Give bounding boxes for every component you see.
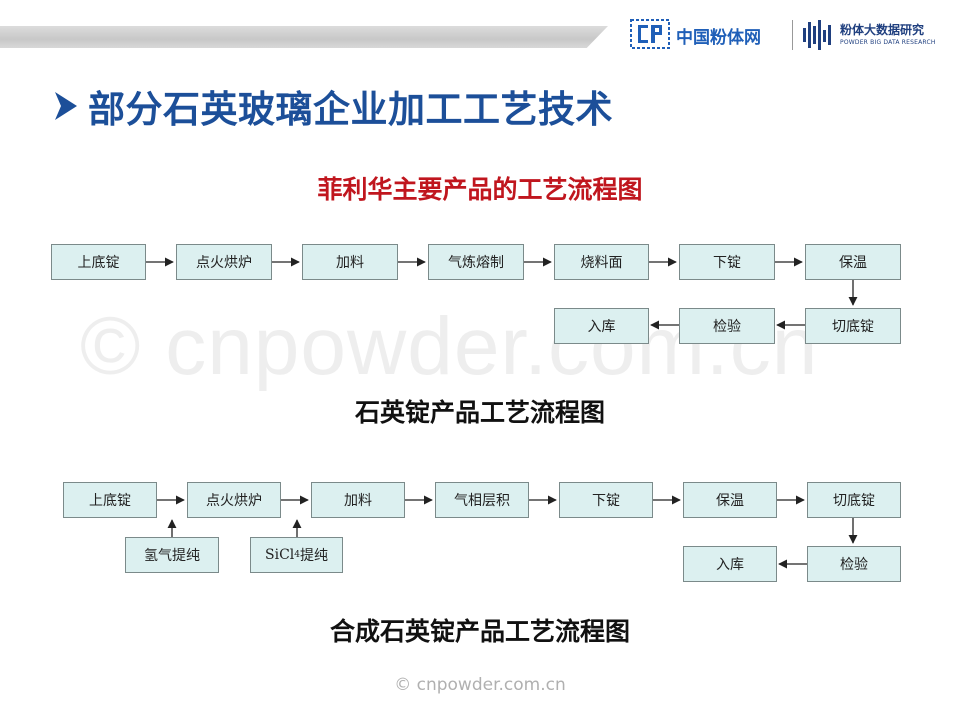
d3-step-9: 入库 [683,546,777,582]
d1-step-9: 检验 [679,308,775,344]
d3-step-5: 下锭 [559,482,653,518]
d1-step-10: 入库 [554,308,649,344]
d3-input-hydrogen: 氢气提纯 [125,537,219,573]
d1-step-3: 加料 [302,244,398,280]
sicl4-label: 提纯 [300,548,328,564]
d1-step-2: 点火烘炉 [176,244,272,280]
d3-step-3: 加料 [311,482,405,518]
sicl4-formula: SiCl [265,547,295,563]
d3-step-1: 上底锭 [63,482,157,518]
logo-cnpowder-text: 中国粉体网 [676,28,761,48]
diagram3-title: 合成石英锭产品工艺流程图 [329,617,630,646]
d1-step-7: 保温 [805,244,901,280]
logo-bigdata-text: 粉体大数据研究 [840,23,925,37]
top-decorative-bar [0,26,608,48]
d3-step-4: 气相层积 [435,482,529,518]
d1-step-8: 切底锭 [805,308,901,344]
d1-step-5: 烧料面 [554,244,649,280]
header-logos: 中国粉体网 粉体大数据研究 POWDER BIG DATA RESEARCH [626,14,956,58]
d3-step-7: 切底锭 [807,482,901,518]
diagram1-title: 菲利华主要产品的工艺流程图 [317,175,643,204]
logo-divider [792,20,793,50]
d3-step-8: 检验 [807,546,901,582]
page-heading: 部分石英玻璃企业加工工艺技术 [52,80,613,132]
d1-step-6: 下锭 [679,244,775,280]
cnpowder-logo-icon [630,19,670,49]
bigdata-logo-icon [803,20,831,50]
diagram2-title: 石英锭产品工艺流程图 [354,398,605,427]
chevron-right-icon [55,92,77,120]
d1-step-4: 气炼熔制 [428,244,524,280]
logo-bigdata-subtext: POWDER BIG DATA RESEARCH [840,39,936,46]
d3-step-6: 保温 [683,482,777,518]
d3-step-2: 点火烘炉 [187,482,281,518]
sicl4-subscript: 4 [294,550,300,560]
d1-step-1: 上底锭 [51,244,146,280]
page-title: 部分石英玻璃企业加工工艺技术 [88,88,613,131]
watermark-footer: © cnpowder.com.cn [394,675,566,695]
